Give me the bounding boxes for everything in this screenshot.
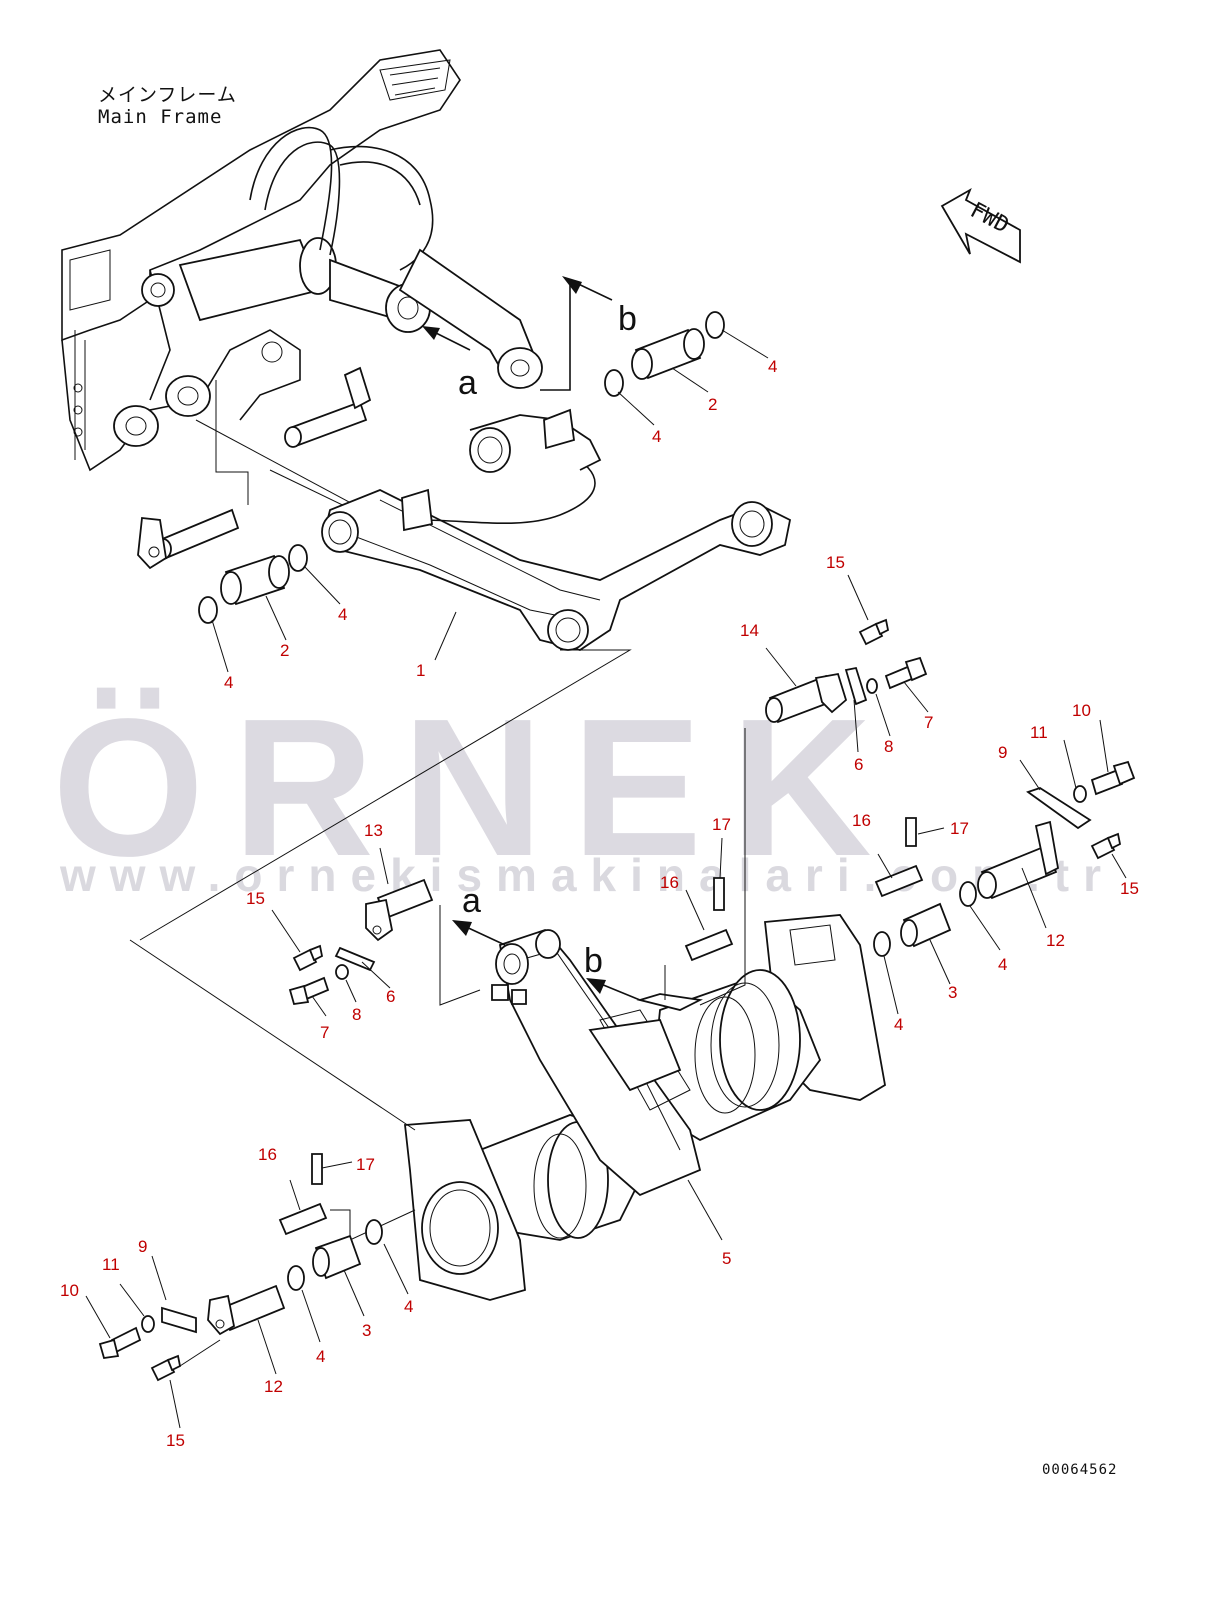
callout-4-h: 4 — [316, 1347, 325, 1366]
part-7-bolt-upper — [884, 656, 928, 690]
callout-11-lower: 11 — [102, 1255, 120, 1274]
part-16-pin-right — [874, 864, 924, 898]
part-5-frame — [129, 728, 886, 1301]
part-1-h-link — [139, 408, 792, 941]
callout-10-right: 10 — [1072, 701, 1091, 720]
bushing-2-upper — [631, 328, 705, 380]
callout-11-right: 11 — [1030, 723, 1048, 742]
callout-13: 13 — [364, 821, 383, 840]
callout-15-b: 15 — [1120, 879, 1139, 898]
callout-9-lower: 9 — [138, 1237, 147, 1256]
callout-4-f: 4 — [894, 1015, 903, 1034]
part-16-pin-lower — [278, 1202, 328, 1236]
part-3-bushing-lower — [312, 1234, 362, 1280]
main-frame-label-en: Main Frame — [98, 106, 223, 128]
direction-arrows-upper — [422, 276, 613, 391]
main-frame-drawing — [61, 49, 561, 611]
callout-8-lower: 8 — [352, 1005, 361, 1024]
ring-4-f — [873, 931, 891, 957]
part-16-pin-middle — [684, 928, 734, 962]
arrow-label-a-lower: a — [462, 882, 481, 920]
callout-16-lower: 16 — [258, 1145, 277, 1164]
callout-4-d: 4 — [224, 673, 233, 692]
part-9-plate-lower — [161, 1306, 197, 1334]
part-10-bolt-right — [1090, 760, 1136, 796]
callout-7-lower: 7 — [320, 1023, 329, 1042]
fwd-arrow-icon: FWD — [940, 187, 1021, 264]
callout-numbers: 1 2 2 3 3 4 4 4 4 4 4 4 4 5 6 6 7 7 8 8 … — [60, 357, 1139, 1450]
callout-3-lower: 3 — [362, 1321, 371, 1340]
part-12-pin-lower — [207, 1284, 286, 1336]
ring-4-h — [287, 1265, 305, 1291]
direction-arrows-lower — [452, 920, 641, 1001]
part-17-pin-right — [905, 817, 917, 847]
callout-6-upper: 6 — [854, 755, 863, 774]
callout-17-lower: 17 — [356, 1155, 375, 1174]
callout-4-b: 4 — [652, 427, 661, 446]
bushing-2-left — [220, 554, 290, 606]
watermark-url: www.ornekismakinalari.com.tr — [60, 849, 1115, 901]
callout-16-middle: 16 — [660, 873, 679, 892]
arrow-label-a-upper: a — [458, 364, 477, 402]
ring-4-g — [365, 1219, 383, 1245]
callout-4-e: 4 — [998, 955, 1007, 974]
callout-10-lower: 10 — [60, 1281, 79, 1300]
part-15-fitting-b — [1090, 832, 1122, 860]
callout-12-lower: 12 — [264, 1377, 283, 1396]
callout-leaders — [85, 329, 1127, 1429]
callout-17-middle: 17 — [712, 815, 731, 834]
part-8-washer-lower — [335, 964, 349, 980]
part-9-plate-right — [1026, 787, 1092, 830]
callout-1: 1 — [416, 661, 425, 680]
callout-8-upper: 8 — [884, 737, 893, 756]
part-15-fitting-c — [292, 944, 324, 972]
part-11-washer-lower — [141, 1315, 155, 1333]
callout-14: 14 — [740, 621, 759, 640]
callout-15-a: 15 — [826, 553, 845, 572]
callout-2-upper: 2 — [708, 395, 717, 414]
arrow-label-b-lower: b — [584, 942, 603, 980]
part-3-bushing-right — [900, 902, 952, 948]
callout-5: 5 — [722, 1249, 731, 1268]
callout-16-right: 16 — [852, 811, 871, 830]
drawing-number: 00064562 — [1042, 1462, 1118, 1478]
part-11-washer-right — [1073, 785, 1087, 803]
callout-15-c: 15 — [246, 889, 265, 908]
part-10-bolt-lower — [98, 1326, 142, 1360]
ring-4-d — [198, 596, 218, 624]
ring-4-c — [288, 544, 308, 572]
callout-4-c: 4 — [338, 605, 347, 624]
ring-4-a — [705, 311, 725, 339]
part-15-fitting-a — [858, 618, 890, 646]
part-8-washer-upper — [866, 678, 878, 694]
arrow-label-b-upper: b — [618, 300, 637, 338]
callout-4-a: 4 — [768, 357, 777, 376]
callout-4-g: 4 — [404, 1297, 413, 1316]
callout-17-right: 17 — [950, 819, 969, 838]
callout-3-right: 3 — [948, 983, 957, 1002]
watermark-logo: ÖRNEK — [52, 678, 900, 897]
ring-4-b — [604, 369, 624, 397]
callout-15-d: 15 — [166, 1431, 185, 1450]
part-14-pin — [765, 672, 848, 724]
part-17-pin-middle — [713, 877, 725, 911]
callout-6-lower: 6 — [386, 987, 395, 1006]
part-6-plate-upper — [844, 666, 868, 706]
main-frame-label-jp: メインフレーム — [98, 84, 237, 106]
part-12-pin-right — [977, 820, 1060, 900]
callout-2-left: 2 — [280, 641, 289, 660]
callout-12-right: 12 — [1046, 931, 1065, 950]
part-15-fitting-d — [150, 1354, 182, 1382]
callout-7-upper: 7 — [924, 713, 933, 732]
part-17-pin-lower — [311, 1153, 323, 1185]
ring-4-e — [959, 881, 977, 907]
callout-9-right: 9 — [998, 743, 1007, 762]
part-7-bolt-lower — [288, 976, 330, 1006]
part-13-pin — [365, 878, 434, 942]
